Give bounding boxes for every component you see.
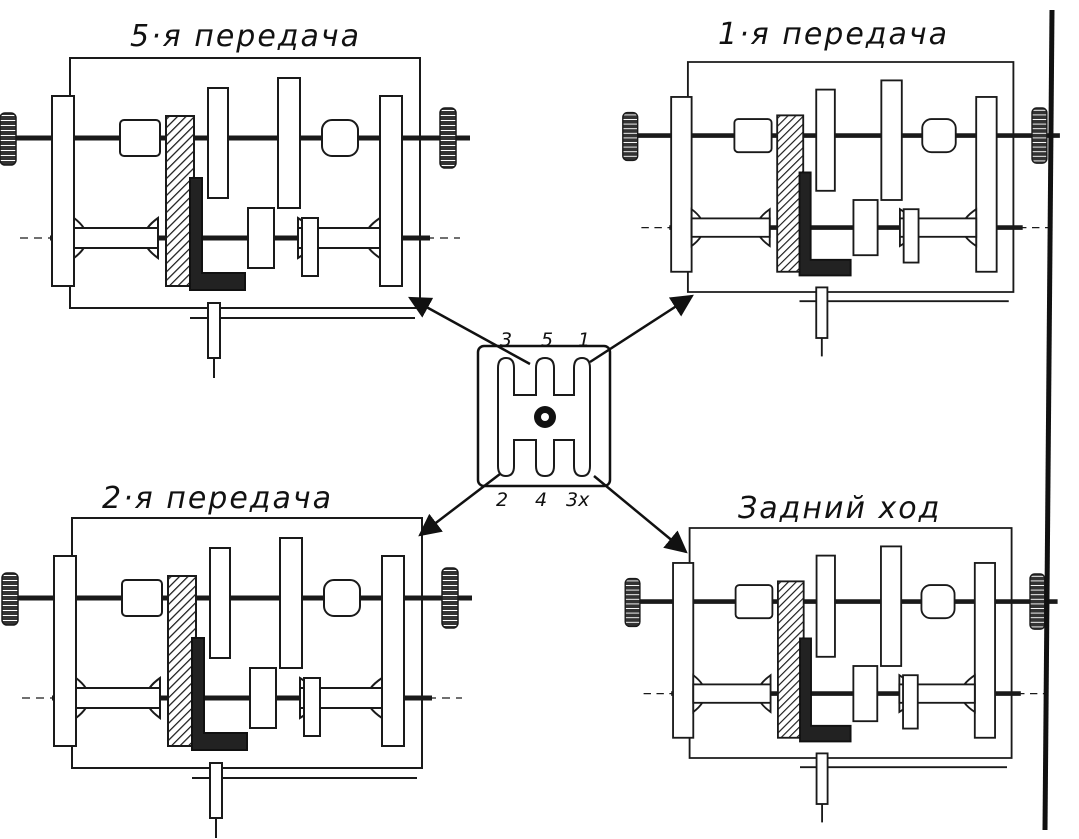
panel-title-gear5: 5·я передача	[130, 19, 361, 54]
panel-title-gear1: 1·я передача	[718, 17, 949, 52]
gearbox-gear2	[2, 518, 472, 838]
gearbox-gear1	[623, 62, 1060, 356]
panel-title-reverse: Задний ход	[738, 491, 941, 526]
gate-label-bottom-3: 3х	[566, 489, 590, 511]
arrow-to-gear1	[589, 294, 694, 364]
panel-title-gear2: 2·я передача	[102, 481, 333, 516]
panel-gear1: 1·я передача	[623, 17, 1060, 356]
panel-gear5: 5·я передача	[0, 19, 470, 378]
panel-reverse: Задний ход	[625, 491, 1057, 822]
arrow-to-gear5	[408, 296, 531, 366]
arrow-to-gear2	[418, 473, 501, 537]
shift-gate: 3 5 1 2 4 3х	[476, 329, 612, 511]
gate-label-top-2: 5	[541, 329, 553, 351]
arrows	[408, 294, 694, 554]
gate-label-bottom-1: 2	[496, 489, 508, 511]
gate-label-top-3: 1	[578, 329, 590, 351]
shift-gate-slots	[497, 356, 591, 478]
arrow-to-reverse	[593, 475, 688, 554]
gearbox-gear5	[0, 58, 470, 378]
gate-label-top-1: 3	[500, 329, 512, 351]
gate-label-bottom-2: 4	[535, 489, 547, 511]
gearbox-reverse	[625, 528, 1057, 822]
panel-gear2: 2·я передача	[2, 481, 472, 838]
frame-line	[1042, 9, 1055, 831]
